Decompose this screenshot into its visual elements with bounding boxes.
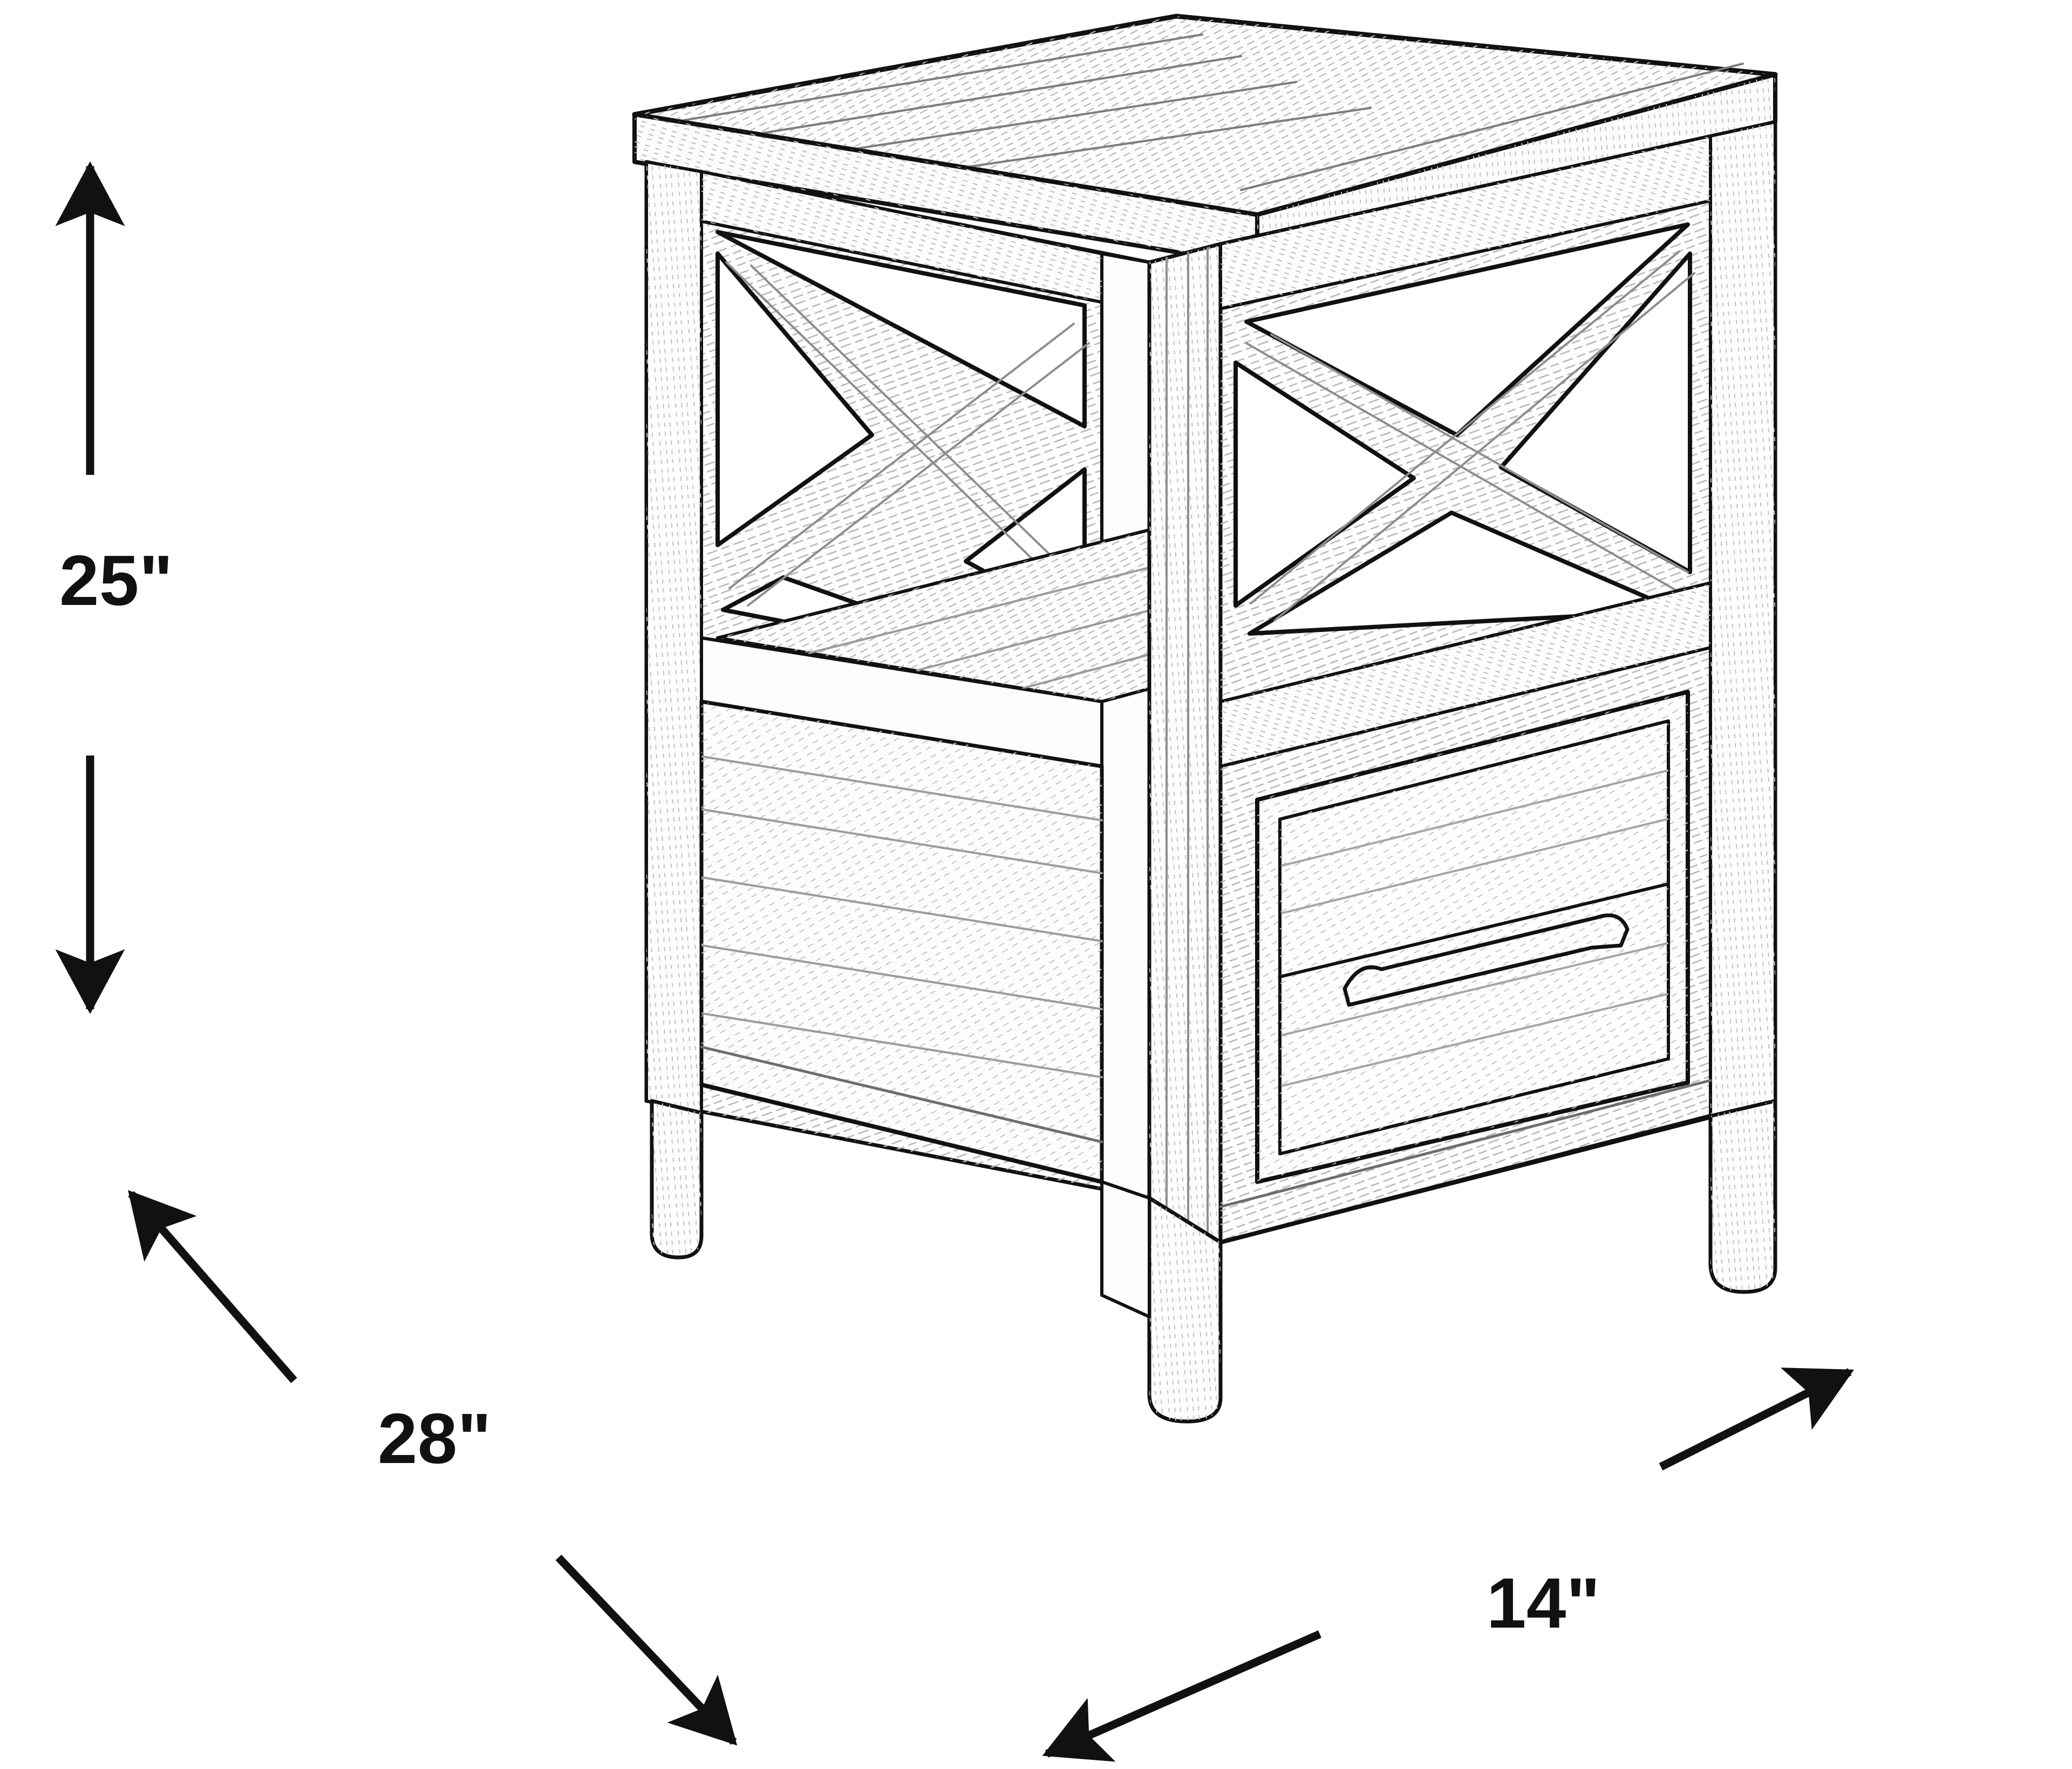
right-x-brace-panel — [1218, 120, 1777, 1244]
depth-arrow-lower — [555, 1554, 738, 1746]
end-table-illustration — [632, 13, 1778, 1424]
depth-arrow-upper — [128, 1190, 297, 1383]
left-lower-case-panel — [699, 699, 1104, 1184]
dimension-arrow-width — [1042, 1367, 1855, 1762]
dimension-label-width: 14" — [1487, 1563, 1600, 1643]
width-arrow-lower — [1042, 1630, 1322, 1762]
drawer — [1255, 690, 1690, 1184]
drawer-pull — [1342, 913, 1630, 1007]
center-corner-post — [1147, 242, 1223, 1244]
dimension-arrow-depth — [128, 1190, 738, 1746]
dimension-label-height: 25" — [59, 541, 173, 620]
dimension-label-depth: 28" — [378, 1399, 492, 1478]
legs — [650, 1099, 1777, 1424]
width-arrow-upper — [1659, 1367, 1855, 1471]
